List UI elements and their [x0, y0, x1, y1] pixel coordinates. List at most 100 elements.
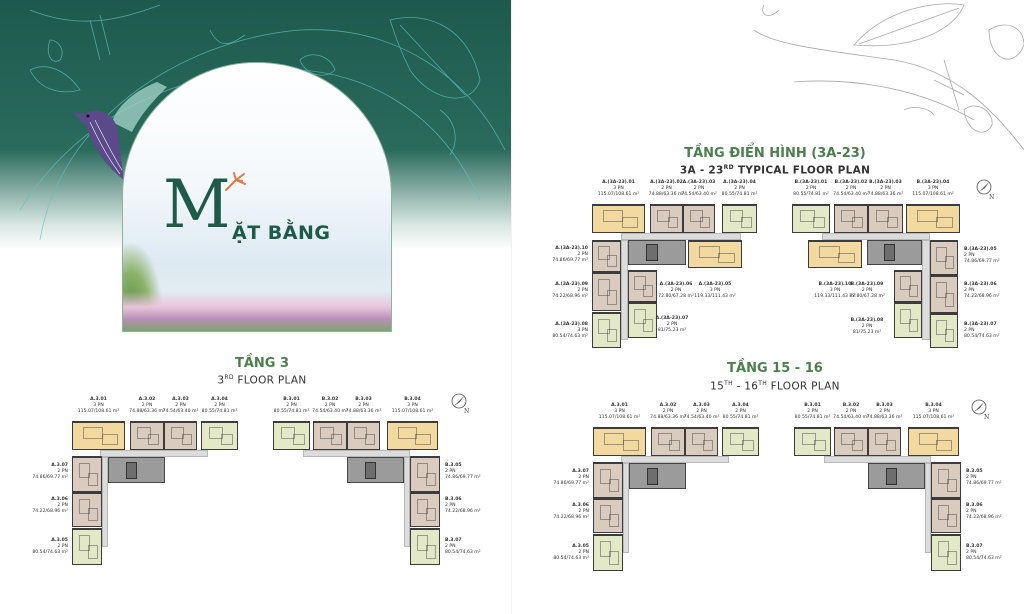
unit-area: 74.54/63.40 m²	[833, 192, 869, 197]
unit-code: B.3.06	[966, 503, 983, 508]
unit-area: 115.07/108.61 m²	[598, 415, 641, 420]
unit-code: A.3.03	[172, 397, 189, 402]
unit-area: 74.86/69.77 m²	[552, 258, 588, 263]
floral-line-art	[753, 3, 1024, 150]
unit-area: 80.55/74.81 m²	[273, 409, 310, 414]
apartment-unit	[593, 498, 623, 533]
apartment-unit	[722, 427, 759, 456]
unit-code: A.3.04	[211, 397, 228, 402]
unit-type: 3 PN	[407, 403, 418, 408]
apartment-unit	[273, 421, 310, 450]
corridor	[621, 240, 628, 340]
unit-area: 74.22/68.96 m²	[552, 294, 588, 299]
unit-area: 74.86/69.77 m²	[32, 475, 68, 480]
unit-code: B.(3A-23).01	[794, 180, 828, 185]
floor3-subtitle: 3RD FLOOR PLAN	[217, 374, 306, 387]
unit-type: 3 PN	[93, 403, 104, 408]
unit-area: 74.86/69.77 m²	[553, 481, 589, 486]
elevator-core	[868, 463, 925, 489]
unit-area: 74.88/63.36 m²	[867, 192, 904, 197]
unit-area: 74.22/68.96 m²	[964, 294, 1000, 299]
subtitle-part: 15	[710, 380, 725, 393]
unit-code: A.(3A-23).01	[602, 180, 635, 185]
unit-type: 2 PN	[666, 322, 678, 327]
unit-code: A.(3A-23).02	[650, 180, 683, 185]
unit-type: 2 PN	[577, 252, 588, 257]
svg-text:N: N	[989, 194, 994, 200]
unit-type: 2 PN	[964, 328, 975, 333]
unit-code: B.(3A-23).04	[916, 180, 950, 185]
unit-area: 80.55/74.81 m²	[201, 409, 238, 414]
apartment-unit	[72, 421, 125, 450]
subtitle-part: FLOOR PLAN	[767, 380, 840, 393]
unit-area: 74.22/68.96 m²	[966, 515, 1002, 520]
unit-code: B.3.03	[355, 397, 372, 402]
unit-code: A.(3A-23).09	[555, 282, 588, 287]
cover-title-initial: M	[163, 166, 231, 243]
apartment-unit	[792, 204, 830, 233]
apartment-unit	[906, 204, 960, 233]
subtitle-part: 3A - 23	[679, 164, 724, 177]
apartment-unit	[164, 421, 197, 450]
unit-code: A.(3A-23).06	[659, 282, 693, 287]
floor15-16-title: TẦNG 15 - 16	[727, 361, 823, 376]
unit-type: 3 PN	[614, 409, 625, 414]
apartment-unit	[410, 528, 440, 565]
elevator-core	[629, 463, 686, 489]
unit-area: 80.54/74.63 m²	[553, 556, 589, 561]
apartment-unit	[650, 204, 683, 233]
unit-code: B.3.05	[966, 469, 983, 474]
unit-code: A.3.02	[659, 403, 677, 408]
apartment-unit	[593, 534, 623, 571]
apartment-unit	[628, 302, 657, 338]
apartment-unit	[72, 456, 102, 492]
unit-area: 74.54/63.40 m²	[833, 415, 869, 420]
corridor	[404, 457, 410, 547]
subtitle-sup: RD	[723, 164, 734, 171]
apartment-unit	[868, 204, 903, 233]
unit-area: 115.07/108.61 m²	[77, 409, 120, 414]
unit-area: 74.54/63.40 m²	[683, 415, 720, 420]
unit-area: 115.07/108.61 m²	[912, 192, 954, 197]
unit-type: 3 PN	[709, 288, 721, 293]
unit-code: B.3.06	[445, 497, 462, 502]
unit-code: A.3.05	[51, 538, 68, 543]
unit-type: 2 PN	[57, 503, 68, 508]
apartment-unit	[688, 240, 742, 268]
floor3-title: TẦNG 3	[234, 356, 290, 371]
unit-type: 2 PN	[578, 509, 589, 514]
apartment-unit	[592, 312, 621, 348]
unit-code: B.(3A-23).10	[818, 282, 852, 287]
unit-code: B.3.01	[283, 397, 300, 402]
apartment-unit	[722, 204, 757, 233]
apartment-unit	[593, 462, 623, 498]
unit-type: 2 PN	[445, 544, 456, 549]
apartment-unit	[931, 462, 961, 498]
unit-area: 81/75.23 m²	[657, 328, 687, 333]
unit-code: B.3.04	[925, 403, 942, 408]
unit-area: 74.22/68.96 m²	[445, 509, 481, 514]
unit-code: B.3.03	[876, 403, 893, 408]
subtitle-sup: TH	[724, 380, 733, 387]
unit-type: 2 PN	[693, 186, 705, 191]
unit-code: A.3.05	[572, 544, 589, 549]
unit-area: 74.54/63.40 m²	[681, 192, 717, 197]
